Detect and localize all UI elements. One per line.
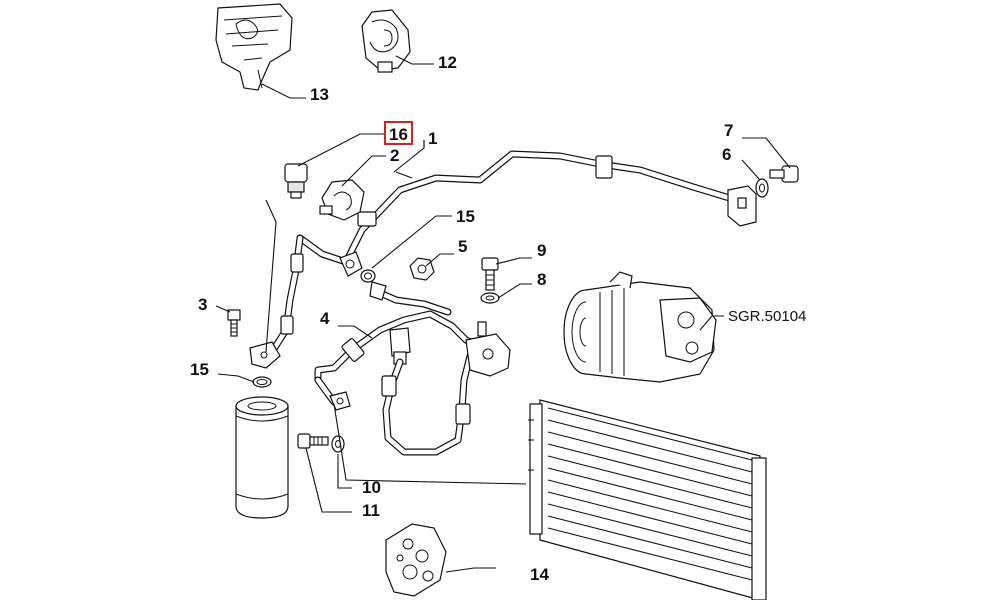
o-ring-part-15-lower bbox=[252, 376, 272, 388]
washer-part-6 bbox=[755, 178, 769, 198]
callout-10: 10 bbox=[362, 478, 381, 497]
washer-part-10 bbox=[331, 435, 345, 453]
compressor bbox=[563, 271, 717, 383]
bolt-part-9 bbox=[481, 257, 499, 291]
callout-7: 7 bbox=[724, 121, 733, 140]
callout-15-upper: 15 bbox=[456, 207, 475, 226]
callout-8: 8 bbox=[537, 270, 546, 289]
leader-lines bbox=[215, 55, 791, 573]
callout-15-lower: 15 bbox=[190, 360, 209, 379]
callout-3: 3 bbox=[198, 295, 207, 314]
drier-fitting-block bbox=[249, 341, 281, 369]
callout-labels: 13 12 16 1 2 15 5 9 8 7 6 SGR.50104 4 3 … bbox=[190, 53, 806, 584]
callout-5: 5 bbox=[458, 237, 467, 256]
liquid-line-fitting bbox=[329, 391, 351, 411]
condenser bbox=[528, 399, 767, 600]
callout-13: 13 bbox=[310, 85, 329, 104]
bolt-part-11 bbox=[297, 433, 329, 449]
callout-4: 4 bbox=[320, 309, 330, 328]
callout-6: 6 bbox=[722, 145, 731, 164]
pressure-switch-part-16 bbox=[284, 163, 308, 199]
callout-12: 12 bbox=[438, 53, 457, 72]
washer-part-8 bbox=[480, 292, 500, 304]
compressor-manifold bbox=[465, 321, 511, 377]
callout-9: 9 bbox=[537, 241, 546, 260]
callout-16: 16 bbox=[389, 125, 408, 144]
o-ring-part-15-upper bbox=[360, 269, 376, 283]
nut-part-5 bbox=[409, 257, 435, 281]
bolt-part-7 bbox=[769, 165, 799, 183]
gasket-part-14 bbox=[385, 523, 447, 597]
callout-1: 1 bbox=[428, 129, 437, 148]
bolt-part-3 bbox=[227, 309, 241, 337]
suction-hose-part-1 bbox=[296, 150, 757, 266]
discharge-hose-loop bbox=[381, 352, 474, 456]
callout-2: 2 bbox=[390, 146, 399, 165]
callout-14: 14 bbox=[530, 565, 549, 584]
bracket-part-13 bbox=[215, 3, 293, 91]
liquid-hose-part-4 bbox=[314, 310, 484, 406]
compressor-hose-top bbox=[369, 281, 452, 316]
receiver-drier bbox=[235, 396, 289, 519]
hose-end-fitting bbox=[339, 251, 363, 277]
clamp-part-2 bbox=[319, 179, 365, 221]
reference-label-sgr: SGR.50104 bbox=[728, 308, 806, 325]
callout-11: 11 bbox=[362, 501, 380, 520]
callout-16-highlight bbox=[384, 121, 413, 145]
clamp-part-12 bbox=[361, 9, 411, 73]
